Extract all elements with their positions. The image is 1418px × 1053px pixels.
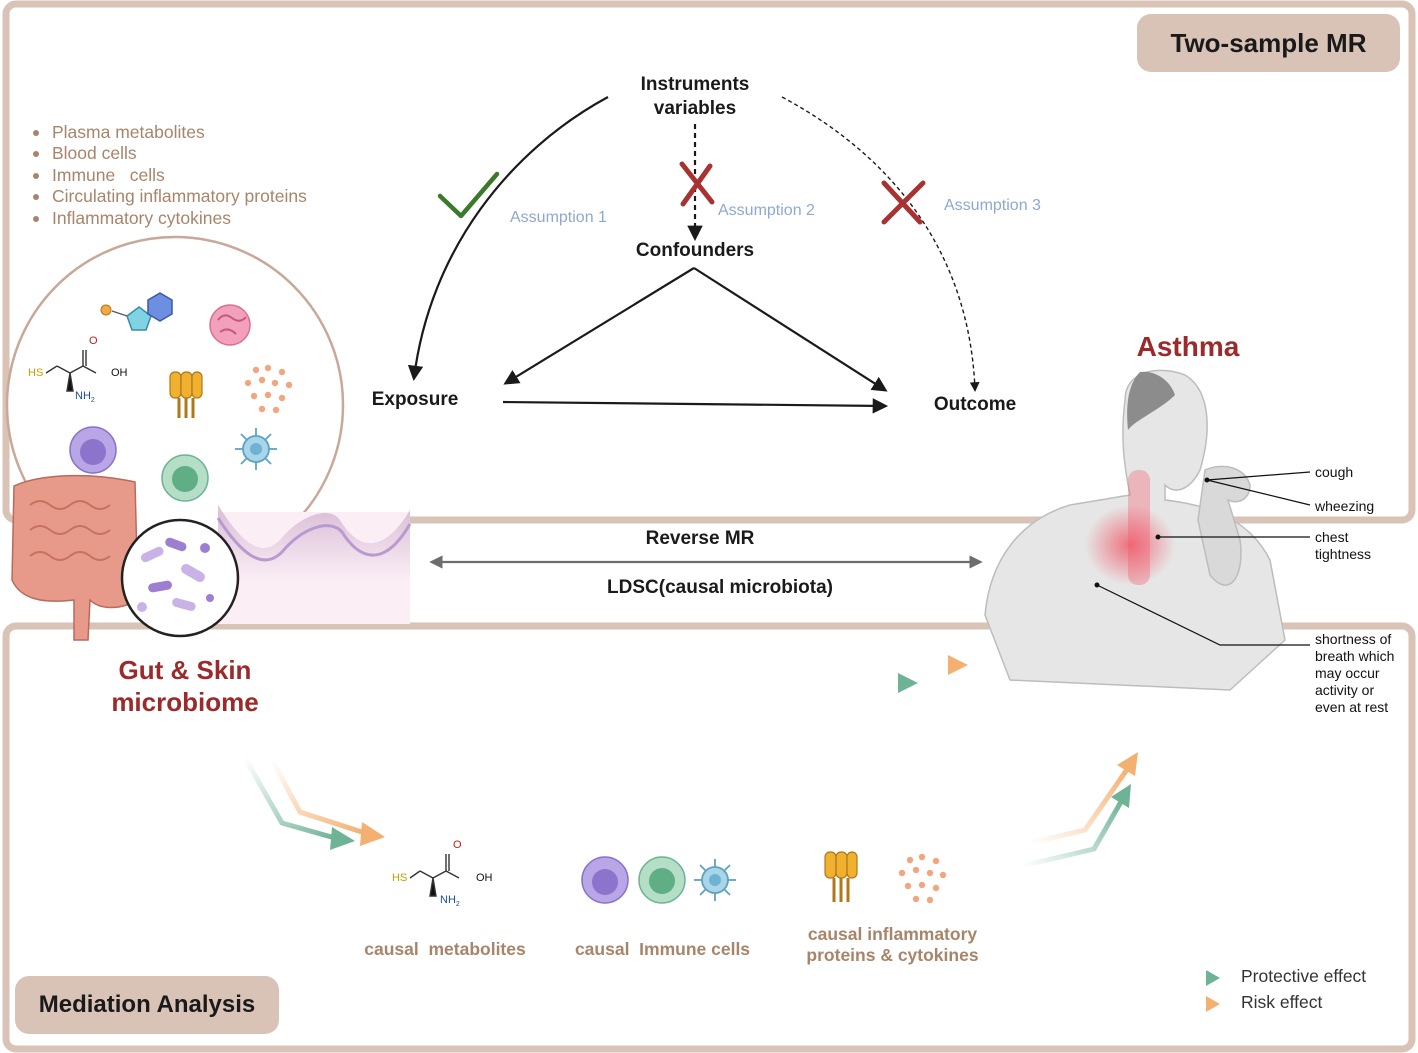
outcome-label: Outcome: [933, 394, 1017, 415]
list-item: Circulating inflammatory proteins: [30, 186, 307, 207]
top-panel-frame: [2, 0, 1416, 524]
direct-protective-arrow: [370, 673, 918, 693]
mediation-analysis-title: Mediation Analysis: [15, 976, 279, 1034]
source-to-mediator-protective-arrow: [242, 756, 355, 850]
proteins-line1: causal inflammatory: [807, 924, 978, 944]
sulfur-symbol-bottom: HS: [392, 872, 408, 884]
symptom-shortness-of-breath: shortness of breath which may occur acti…: [1315, 631, 1394, 716]
intestine-icon: [11, 474, 139, 641]
assumption3-label: Assumption 3: [944, 197, 1041, 214]
bottom-panel-frame: [2, 622, 1416, 1053]
check-icon: [437, 171, 500, 219]
microbes-icon: [120, 518, 240, 638]
molecule-o-label-bottom: O: [453, 839, 462, 851]
nh-text-bottom: NH: [440, 894, 456, 906]
molecule-o-label: O: [89, 335, 98, 347]
cytokine-dots-icon-top: [244, 364, 293, 414]
molecule-sh-label: HS: [28, 367, 43, 379]
sulfur-symbol: HS: [28, 367, 44, 379]
mediator-to-asthma-risk-arrow: [1029, 752, 1138, 846]
symptom-cough: cough: [1315, 464, 1354, 480]
causal-immune-cells-label: causal Immune cells: [574, 939, 751, 959]
purple-immune-cell-icon: [69, 426, 117, 474]
molecule-sh-label-bottom: HS: [392, 872, 407, 884]
ldsc-label: LDSC(causal microbiota): [607, 577, 833, 598]
symptom-pointer-lines: [1096, 471, 1311, 646]
cysteine-molecule-icon: [45, 350, 97, 392]
exposure-to-outcome-arrow: [502, 398, 889, 414]
sob-line1: shortness of: [1315, 631, 1392, 647]
exposure-list: Plasma metabolites Blood cells Immune ce…: [30, 122, 307, 229]
mediator-to-asthma-protective-arrow: [1021, 784, 1131, 869]
assumption1-label: Assumption 1: [510, 209, 607, 226]
source-title-line2: microbiome: [111, 687, 259, 717]
nh-text: NH: [75, 390, 91, 402]
assumption1-arrow: [407, 96, 609, 382]
symptom-chest-tightness: chest tightness: [1315, 529, 1371, 563]
source-title-line1: Gut & Skin: [118, 655, 252, 685]
sob-line5: even at rest: [1315, 699, 1389, 715]
confounder-to-exposure-arrow: [503, 267, 695, 385]
source-to-mediator-risk-arrow: [269, 758, 385, 846]
metabolite-pentagon-icon: [100, 292, 173, 331]
cross-icon-assumption3: [881, 180, 926, 225]
reverse-mr-label: Reverse MR: [645, 528, 755, 549]
asthma-title: Asthma: [1136, 331, 1240, 362]
confounders-label: Confounders: [635, 240, 755, 261]
sob-line4: activity or: [1315, 682, 1375, 698]
nh-subscript-bottom: 2: [455, 901, 460, 909]
pink-blood-cell-icon: [209, 304, 251, 346]
assumption3-arrow: [781, 96, 980, 392]
cytokine-dots-icon-bottom: [898, 853, 947, 904]
skin-tissue-icon: [216, 505, 412, 624]
green-immune-cell-icon: [161, 454, 209, 502]
molecule-oh-label: OH: [111, 367, 128, 379]
legend-risk-arrow: [1185, 996, 1220, 1012]
two-sample-mr-title: Two-sample MR: [1137, 14, 1400, 72]
gut-skin-microbiome-title: Gut & Skin microbiome: [80, 654, 290, 718]
list-item: Inflammatory cytokines: [30, 208, 307, 229]
proteins-line2: proteins & cytokines: [806, 945, 979, 965]
exposure-label: Exposure: [371, 389, 459, 410]
chest-line2: tightness: [1315, 546, 1372, 562]
membrane-receptor-icon-top: [169, 371, 203, 418]
molecule-nh2-label-bottom: NH2: [440, 894, 460, 908]
dendritic-cell-icon-bottom: [694, 859, 736, 901]
purple-immune-cell-icon-bottom: [581, 856, 629, 904]
assumption2-label: Assumption 2: [718, 202, 815, 219]
cysteine-molecule-icon-bottom: [409, 854, 460, 897]
direct-risk-arrow: [410, 655, 968, 675]
confounder-to-outcome-arrow: [693, 267, 888, 392]
list-item: Plasma metabolites: [30, 122, 307, 143]
membrane-receptor-icon-bottom: [824, 851, 858, 902]
sob-line3: may occur: [1315, 665, 1380, 681]
causal-metabolites-label: causal metabolites: [364, 939, 526, 959]
molecule-oh-label-bottom: OH: [476, 872, 493, 884]
legend-risk-label: Risk effect: [1241, 992, 1323, 1012]
list-item: Blood cells: [30, 143, 307, 164]
instruments-variables-label: Instruments variables: [640, 74, 750, 119]
legend-protective-label: Protective effect: [1241, 966, 1367, 986]
list-item: Immune cells: [30, 165, 307, 186]
nh-subscript: 2: [90, 397, 95, 405]
cross-icon-assumption2: [679, 161, 715, 207]
person-with-asthma-icon: [984, 369, 1286, 691]
sob-line2: breath which: [1315, 648, 1395, 664]
green-immune-cell-icon-bottom: [638, 856, 686, 904]
molecule-nh2-label: NH2: [75, 390, 95, 404]
symptom-wheezing: wheezing: [1315, 498, 1375, 514]
legend-protective-arrow: [1185, 970, 1220, 986]
chest-line1: chest: [1315, 529, 1349, 545]
causal-proteins-cytokines-label: causal inflammatory proteins & cytokines: [790, 924, 995, 966]
dendritic-cell-icon-top: [235, 428, 277, 470]
